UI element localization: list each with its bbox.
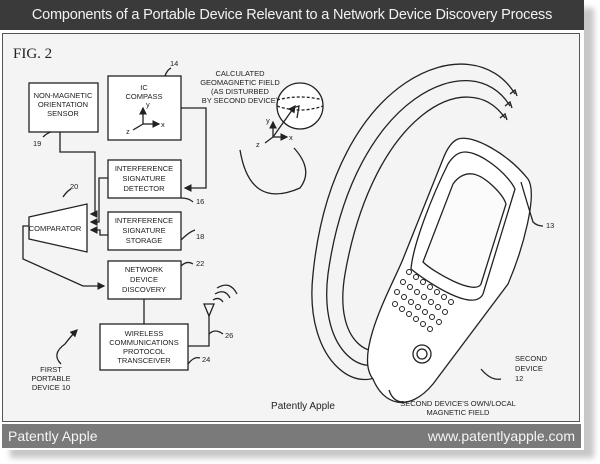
second-device-line-2: DEVICE bbox=[515, 364, 543, 373]
footer-url[interactable]: www.patentlyapple.com bbox=[427, 428, 575, 444]
compass-axis-y: y bbox=[146, 100, 150, 109]
discovery-line-1: NETWORK bbox=[125, 265, 163, 274]
figure-card: Components of a Portable Device Relevant… bbox=[0, 0, 584, 450]
discovery-line-2: DEVICE bbox=[130, 275, 158, 284]
ref-13: 13 bbox=[546, 221, 554, 230]
sig-storage-block bbox=[107, 211, 182, 251]
compass-axis-z: z bbox=[126, 127, 130, 136]
patent-figure-panel: FIG. 2 IC COMPASS NON-MAGNETIC ORIENTATI… bbox=[2, 33, 580, 422]
sensor-line-3: SENSOR bbox=[47, 109, 79, 118]
transceiver-line-3: PROTOCOL bbox=[123, 347, 165, 356]
local-field-line-2: MAGNETIC FIELD bbox=[427, 408, 491, 417]
detector-line-3: DETECTOR bbox=[123, 184, 165, 193]
page-title: Components of a Portable Device Relevant… bbox=[0, 0, 584, 30]
figure-label: FIG. 2 bbox=[13, 46, 52, 62]
storage-line-2: SIGNATURE bbox=[122, 226, 165, 235]
watermark: Patently Apple bbox=[271, 401, 335, 412]
field-axis-x: x bbox=[289, 133, 293, 142]
storage-line-1: INTERFERENCE bbox=[115, 216, 173, 225]
first-device-line-1: FIRST bbox=[40, 365, 62, 374]
compass-axis-x: x bbox=[161, 120, 165, 129]
ref-19: 19 bbox=[33, 139, 41, 148]
discovery-line-3: DISCOVERY bbox=[122, 285, 166, 294]
ref-26: 26 bbox=[225, 331, 233, 340]
orientation-sensor-block bbox=[28, 82, 99, 133]
detector-line-2: SIGNATURE bbox=[122, 174, 165, 183]
ic-compass-line-1: IC bbox=[140, 83, 148, 92]
field-loop-outer bbox=[311, 63, 516, 381]
ref-16: 16 bbox=[196, 197, 204, 206]
footer-bar: Patently Apple www.patentlyapple.com bbox=[2, 424, 581, 448]
transceiver-line-2: COMMUNICATIONS bbox=[109, 338, 178, 347]
footer-brand: Patently Apple bbox=[8, 428, 98, 444]
ref-18: 18 bbox=[196, 232, 204, 241]
comparator-block bbox=[28, 203, 88, 253]
second-device-phone bbox=[366, 137, 532, 404]
sensor-line-2: ORIENTATION bbox=[38, 100, 88, 109]
first-device-line-2: PORTABLE bbox=[31, 374, 70, 383]
keyboard-keys bbox=[392, 269, 454, 332]
sig-detector-block bbox=[107, 159, 182, 199]
comparator-label: COMPARATOR bbox=[29, 224, 82, 233]
ref-24: 24 bbox=[202, 355, 210, 364]
geomagnetic-line-1: CALCULATED bbox=[215, 69, 265, 78]
local-field-line-1: SECOND DEVICE'S OWN/LOCAL bbox=[400, 399, 516, 408]
ref-22: 22 bbox=[196, 259, 204, 268]
ref-20: 20 bbox=[70, 182, 78, 191]
ref-14: 14 bbox=[170, 59, 178, 68]
patent-diagram: FIG. 2 IC COMPASS NON-MAGNETIC ORIENTATI… bbox=[13, 46, 554, 417]
transceiver-line-1: WIRELESS bbox=[125, 329, 164, 338]
geomagnetic-line-2: GEOMAGNETIC FIELD bbox=[200, 78, 280, 87]
transceiver-block bbox=[99, 323, 189, 371]
storage-line-3: STORAGE bbox=[126, 236, 163, 245]
field-axis-z: z bbox=[256, 140, 260, 149]
ic-compass-line-2: COMPASS bbox=[126, 92, 163, 101]
detector-line-1: INTERFERENCE bbox=[115, 164, 173, 173]
sensor-line-1: NON-MAGNETIC bbox=[34, 91, 93, 100]
second-device-line-1: SECOND bbox=[515, 354, 548, 363]
field-axis-y: y bbox=[266, 116, 270, 125]
first-device-line-3: DEVICE 10 bbox=[32, 383, 70, 392]
geomagnetic-line-3: (AS DISTURBED bbox=[211, 87, 270, 96]
transceiver-line-4: TRANSCEIVER bbox=[117, 356, 171, 365]
second-device-line-3: 12 bbox=[515, 374, 523, 383]
geomagnetic-line-4: BY SECOND DEVICE) bbox=[202, 96, 279, 105]
